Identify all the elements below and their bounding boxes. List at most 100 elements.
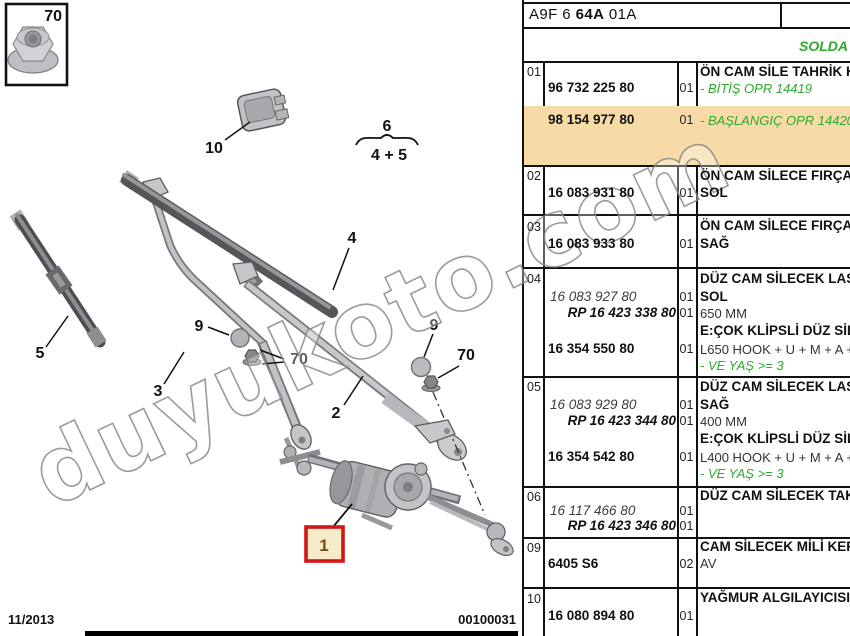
part-number: 16 083 931 80 xyxy=(548,185,635,200)
wiper-blade-5-drawing xyxy=(9,209,107,348)
part-qty: 01 xyxy=(679,504,694,518)
callout-10: 10 xyxy=(205,140,223,157)
part-spec: L650 HOOK + U + M + A + xyxy=(700,342,850,357)
highlighted-row[interactable] xyxy=(524,106,850,165)
part-note: - VE YAŞ >= 3 xyxy=(700,466,784,481)
part-qty: 01 xyxy=(679,450,694,464)
page-code-suffix: 01A xyxy=(604,6,637,23)
table-line xyxy=(522,267,850,269)
table-line xyxy=(522,214,850,216)
part-side: SAĞ xyxy=(700,236,730,251)
side-indicator-label: SOLDA xyxy=(799,38,848,54)
wiper-blade-4-drawing xyxy=(119,170,338,318)
wiper-arm-3-drawing xyxy=(142,177,312,450)
part-number: 16 354 542 80 xyxy=(548,449,635,464)
part-number: 16 117 466 80 xyxy=(550,503,636,518)
part-position: AV xyxy=(700,556,717,571)
part-number: 16 354 550 80 xyxy=(548,341,635,356)
table-line xyxy=(522,486,850,488)
part-number: 6405 S6 xyxy=(548,556,599,571)
callout-3: 3 xyxy=(154,383,163,400)
part-number: 96 732 225 80 xyxy=(548,80,635,95)
callout-4: 4 xyxy=(348,230,357,247)
selected-part-callout-box[interactable]: 1 xyxy=(304,525,345,563)
part-spec: L400 HOOK + U + M + A + xyxy=(700,450,850,465)
part-description: DÜZ CAM SİLECEK TAKIM xyxy=(700,488,850,503)
boxed-nut-drawing xyxy=(4,2,69,87)
part-qty: 01 xyxy=(679,398,694,412)
nut-left-drawing xyxy=(242,349,262,366)
row-number: 02 xyxy=(527,169,541,183)
center-dash-line xyxy=(432,391,486,516)
page-code-prefix: A9F 6 xyxy=(529,6,576,23)
callout-70-left: 70 xyxy=(290,351,308,368)
part-qty: 01 xyxy=(679,609,694,623)
footer-bar xyxy=(85,631,518,636)
part-qty: 01 xyxy=(679,519,694,533)
table-line xyxy=(677,61,679,636)
part-qty: 01 xyxy=(679,414,694,428)
part-description: DÜZ CAM SİLECEK LASTİ xyxy=(700,271,850,286)
callout-9-left: 9 xyxy=(195,318,204,335)
table-line xyxy=(696,61,698,636)
brace-glyph xyxy=(355,134,419,146)
part-qty: 01 xyxy=(679,290,694,304)
table-line xyxy=(522,0,524,636)
callout-70-right: 70 xyxy=(457,347,475,364)
rain-sensor-drawing xyxy=(236,88,290,132)
part-length: 650 MM xyxy=(700,306,747,321)
part-qty: 01 xyxy=(679,81,694,95)
part-number: 16 083 929 80 xyxy=(550,397,637,412)
table-line xyxy=(522,61,850,63)
part-number-rp: RP 16 423 346 80 xyxy=(567,518,676,533)
table-line xyxy=(780,2,782,27)
page-code: A9F 6 64A 01A xyxy=(529,6,637,23)
callout-4-plus-5: 4 + 5 xyxy=(371,147,407,164)
part-number: 16 080 894 80 xyxy=(548,608,635,623)
part-description: DÜZ CAM SİLECEK LASTİ xyxy=(700,379,850,394)
table-line xyxy=(522,27,850,29)
callout-5: 5 xyxy=(36,345,45,362)
part-note: - VE YAŞ >= 3 xyxy=(700,358,784,373)
table-line xyxy=(522,165,850,167)
part-description: E:ÇOK KLİPSLİ DÜZ SİLE xyxy=(700,323,850,338)
row-number: 01 xyxy=(527,65,541,79)
shaft-cap-right-drawing xyxy=(410,356,432,378)
part-number-rp: RP 16 423 338 80 xyxy=(567,305,676,320)
part-note: - BİTİŞ OPR 14419 xyxy=(700,81,812,96)
part-side: SOL xyxy=(700,185,728,200)
table-line xyxy=(522,2,850,4)
part-qty: 01 xyxy=(679,342,694,356)
row-number: 05 xyxy=(527,380,541,394)
row-number: 03 xyxy=(527,220,541,234)
shaft-cap-left-drawing xyxy=(230,328,250,348)
row-number: 09 xyxy=(527,541,541,555)
part-description: ÖN CAM SİLE TAHRİK KO xyxy=(700,64,850,79)
part-description: YAĞMUR ALGILAYICISI xyxy=(700,590,850,605)
document-number: 00100031 xyxy=(458,612,516,627)
table-line xyxy=(543,61,545,636)
table-line xyxy=(522,537,850,539)
page-code-bold: 64A xyxy=(575,6,605,23)
part-number: 16 083 933 80 xyxy=(548,236,635,251)
exploded-view-diagram: 70 10 6 4 + 5 5 3 4 xyxy=(4,2,514,563)
callout-9-right: 9 xyxy=(430,317,439,334)
part-description: ÖN CAM SİLECE FIRÇA T xyxy=(700,218,850,233)
row-number: 10 xyxy=(527,592,541,606)
table-line xyxy=(522,587,850,589)
part-qty: 01 xyxy=(679,306,694,320)
callout-70-boxed: 70 xyxy=(44,8,62,25)
callout-2: 2 xyxy=(332,405,341,422)
part-qty: 01 xyxy=(679,237,694,251)
part-side: SOL xyxy=(700,289,728,304)
part-qty: 01 xyxy=(679,113,694,127)
part-number: 16 083 927 80 xyxy=(550,289,637,304)
row-number: 04 xyxy=(527,272,541,286)
part-description: ÖN CAM SİLECE FIRÇA T xyxy=(700,168,850,183)
part-note: - BAŞLANGIÇ OPR 14420 xyxy=(700,113,850,128)
part-qty: 01 xyxy=(679,186,694,200)
part-side: SAĞ xyxy=(700,397,730,412)
row-number: 06 xyxy=(527,490,541,504)
revision-date: 11/2013 xyxy=(8,612,55,627)
